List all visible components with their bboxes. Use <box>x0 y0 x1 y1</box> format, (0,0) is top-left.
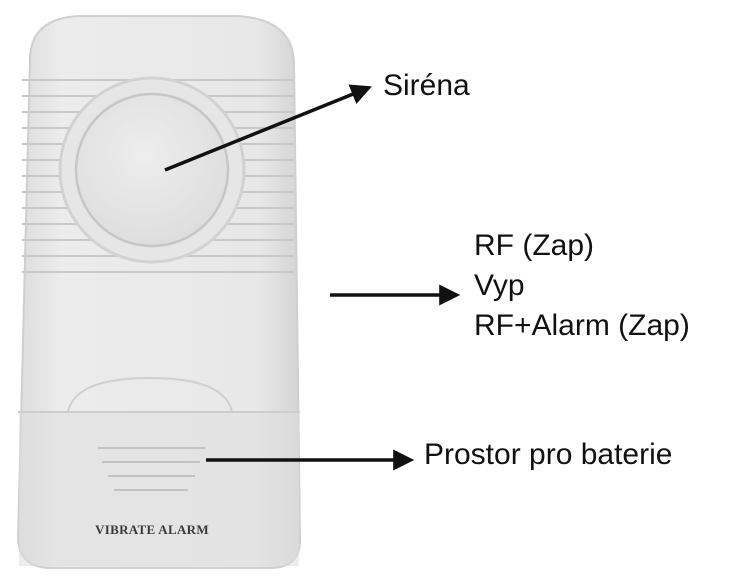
siren-disc <box>76 94 228 246</box>
battery-label: Prostor pro baterie <box>424 437 672 473</box>
switch-mode-off: Vyp <box>474 268 690 308</box>
switch-mode-rf-alarm-on: RF+Alarm (Zap) <box>474 308 690 348</box>
siren-label: Siréna <box>383 68 470 104</box>
switch-mode-rf-on: RF (Zap) <box>474 228 690 268</box>
brand-label: VIBRATE ALARM <box>95 522 209 537</box>
switch-modes-label: RF (Zap) Vyp RF+Alarm (Zap) <box>474 228 690 348</box>
